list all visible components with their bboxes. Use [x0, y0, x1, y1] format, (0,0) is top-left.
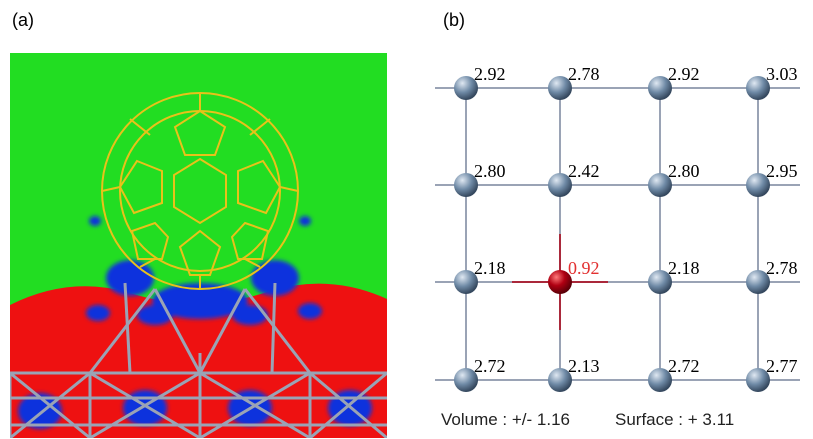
grid-value-label: 2.18: [668, 258, 700, 278]
atom: [548, 173, 572, 197]
atom: [548, 368, 572, 392]
grid-value-label: 2.77: [766, 356, 798, 376]
charge-density-map: [10, 53, 387, 438]
center-atom: [548, 270, 572, 294]
grid-value-label: 2.72: [668, 356, 700, 376]
atoms: [454, 76, 770, 392]
atom: [746, 76, 770, 100]
grid-value-label: 2.42: [568, 161, 600, 181]
surface-summary: Surface : + 3.11: [615, 410, 735, 429]
atom: [648, 270, 672, 294]
grid-value-label: 2.95: [766, 161, 798, 181]
grid-value-label: 0.92: [568, 258, 600, 278]
atom: [648, 368, 672, 392]
atom: [746, 368, 770, 392]
panel-a-label: (a): [12, 10, 34, 30]
grid-value-label: 2.80: [474, 161, 506, 181]
volume-summary: Volume : +/- 1.16: [441, 410, 570, 429]
atom: [454, 270, 478, 294]
value-labels: 2.92 2.78 2.92 3.03 2.80 2.42 2.80 2.95 2.18 0.92…: [474, 64, 798, 376]
atom: [454, 368, 478, 392]
grid-value-label: 2.78: [766, 258, 798, 278]
grid-value-label: 2.18: [474, 258, 506, 278]
charge-grid: 2.92 2.78 2.92 3.03 2.80 2.42 2.80 2.95 2.18 0.92…: [435, 64, 800, 392]
atom: [548, 76, 572, 100]
grid-value-label: 2.72: [474, 356, 506, 376]
atom: [454, 76, 478, 100]
surface-lattice: [10, 282, 387, 438]
atom: [454, 173, 478, 197]
panel-b-label: (b): [443, 10, 465, 30]
atom: [648, 173, 672, 197]
grid-value-label: 2.92: [474, 64, 506, 84]
atom: [746, 270, 770, 294]
grid-value-label: 2.78: [568, 64, 600, 84]
grid-value-label: 2.13: [568, 356, 600, 376]
atom: [746, 173, 770, 197]
fullerene-cage: [101, 92, 299, 290]
grid-lines: [435, 87, 800, 390]
grid-value-label: 2.80: [668, 161, 700, 181]
grid-value-label: 2.92: [668, 64, 700, 84]
atom: [648, 76, 672, 100]
grid-value-label: 3.03: [766, 64, 798, 84]
